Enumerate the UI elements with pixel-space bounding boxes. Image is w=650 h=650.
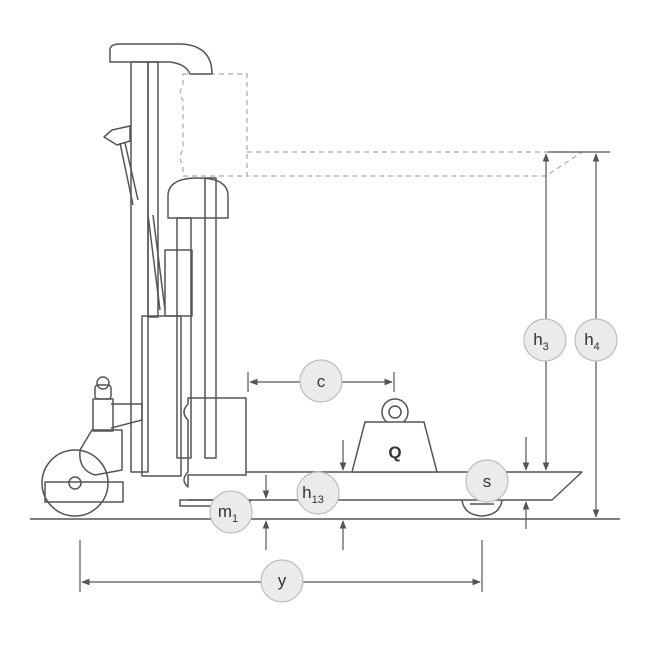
svg-text:h4: h4 <box>584 330 600 353</box>
handle <box>109 43 213 75</box>
label-h13: h <box>302 483 311 502</box>
bubble-h3: h3 <box>523 318 567 362</box>
lever <box>103 125 131 146</box>
bubble-h13: h13 <box>296 471 340 515</box>
hydraulic-cylinder <box>164 249 193 317</box>
bubble-m1: m1 <box>209 490 253 534</box>
label-c: c <box>317 372 326 391</box>
svg-text:m1: m1 <box>218 502 238 525</box>
stacker-frame <box>41 43 583 517</box>
rear-wheel <box>41 449 109 517</box>
label-m1-sub: 1 <box>232 513 238 525</box>
label-h4-sub: 4 <box>594 341 600 353</box>
bubble-y: y <box>260 559 304 603</box>
cylinder-dome <box>167 177 229 219</box>
inner-mast <box>147 61 159 318</box>
fork-carriage <box>183 397 247 488</box>
label-m1: m <box>218 502 232 521</box>
raised-fork-dashed <box>179 73 584 177</box>
label-h4: h <box>584 330 593 349</box>
label-s: s <box>483 472 492 491</box>
pump-body <box>141 315 182 477</box>
label-h3-sub: 3 <box>543 341 549 353</box>
svg-text:h3: h3 <box>533 330 549 353</box>
label-h13-sub: 13 <box>312 494 324 506</box>
bubble-c: c <box>299 359 343 403</box>
bubble-s: s <box>465 459 509 503</box>
load-label: Q <box>388 443 401 462</box>
load-weight <box>351 398 438 473</box>
label-y: y <box>278 571 287 590</box>
svg-text:h13: h13 <box>302 483 324 506</box>
fork <box>246 471 583 501</box>
base-block <box>44 481 124 503</box>
dimension-lines <box>79 151 610 592</box>
bubble-h4: h4 <box>574 318 618 362</box>
front-roller <box>461 499 503 517</box>
outer-mast <box>130 61 149 473</box>
label-h3: h <box>533 330 542 349</box>
